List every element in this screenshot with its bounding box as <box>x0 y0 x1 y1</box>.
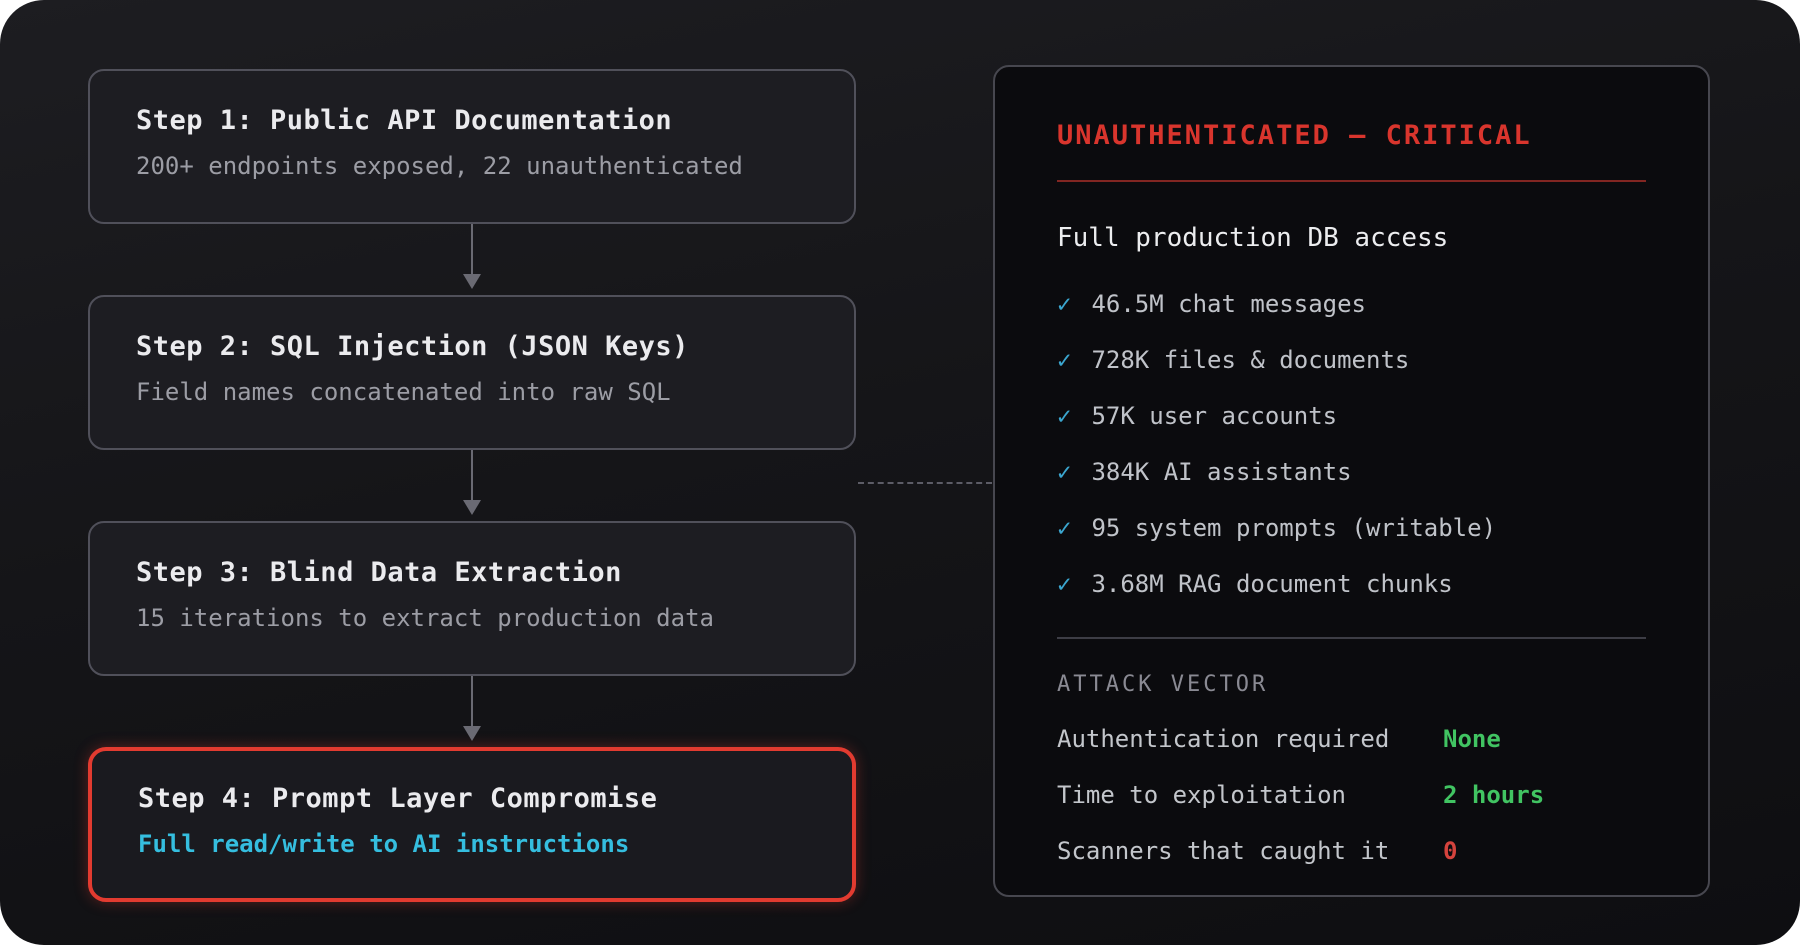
access-item-label: 384K AI assistants <box>1091 458 1352 486</box>
step-title: Step 1: Public API Documentation <box>136 105 673 136</box>
step-subtitle: 15 iterations to extract production data <box>136 604 714 632</box>
check-icon: ✓ <box>1057 514 1072 542</box>
check-icon: ✓ <box>1057 458 1072 486</box>
access-list-item: ✓ 3.68M RAG document chunks <box>1057 556 1646 612</box>
connector-dashed-line <box>858 482 992 484</box>
access-list-item: ✓ 95 system prompts (writable) <box>1057 500 1646 556</box>
arrow-down-icon <box>463 500 481 515</box>
check-icon: ✓ <box>1057 290 1072 318</box>
access-item-label: 728K files & documents <box>1091 346 1410 374</box>
access-item-label: 95 system prompts (writable) <box>1091 514 1497 542</box>
arrow-line <box>471 450 473 502</box>
vector-row-label: Scanners that caught it <box>1057 837 1390 865</box>
gray-divider <box>1057 637 1646 639</box>
access-list-item: ✓ 46.5M chat messages <box>1057 276 1646 332</box>
vector-row: Scanners that caught it 0 <box>1057 823 1646 879</box>
access-list: ✓ 46.5M chat messages ✓ 728K files & docum… <box>1057 276 1646 612</box>
check-icon: ✓ <box>1057 402 1072 430</box>
flow-arrow <box>88 676 856 747</box>
access-list-item: ✓ 384K AI assistants <box>1057 444 1646 500</box>
step-title: Step 3: Blind Data Extraction <box>136 557 622 588</box>
access-list-item: ✓ 57K user accounts <box>1057 388 1646 444</box>
attack-vector-rows: Authentication required None Time to expl… <box>1057 711 1646 879</box>
step-title: Step 2: SQL Injection (JSON Keys) <box>136 331 689 362</box>
step-card-4-highlighted: Step 4: Prompt Layer Compromise Full rea… <box>88 747 856 902</box>
access-item-label: 46.5M chat messages <box>1091 290 1366 318</box>
arrow-down-icon <box>463 274 481 289</box>
step-subtitle: Field names concatenated into raw SQL <box>136 378 671 406</box>
arrow-line <box>471 676 473 728</box>
access-item-label: 3.68M RAG document chunks <box>1091 570 1453 598</box>
red-divider <box>1057 180 1646 182</box>
vector-row-value: None <box>1443 725 1501 753</box>
step-card-1: Step 1: Public API Documentation 200+ en… <box>88 69 856 224</box>
vector-row-label: Authentication required <box>1057 725 1390 753</box>
vector-row-value: 0 <box>1443 837 1458 865</box>
flow-arrow <box>88 224 856 295</box>
impact-panel: UNAUTHENTICATED — CRITICAL Full producti… <box>993 65 1710 897</box>
vector-row: Time to exploitation 2 hours <box>1057 767 1646 823</box>
step-subtitle: 200+ endpoints exposed, 22 unauthenticat… <box>136 152 743 180</box>
check-icon: ✓ <box>1057 346 1072 374</box>
vector-row: Authentication required None <box>1057 711 1646 767</box>
access-item-label: 57K user accounts <box>1091 402 1338 430</box>
step-card-3: Step 3: Blind Data Extraction 15 iterati… <box>88 521 856 676</box>
severity-title: UNAUTHENTICATED — CRITICAL <box>1057 120 1532 151</box>
vector-row-label: Time to exploitation <box>1057 781 1346 809</box>
arrow-line <box>471 224 473 276</box>
attack-steps-column: Step 1: Public API Documentation 200+ en… <box>88 69 856 902</box>
panel-headline: Full production DB access <box>1057 223 1449 253</box>
attack-vector-section-label: ATTACK VECTOR <box>1057 672 1269 697</box>
vector-row-value: 2 hours <box>1443 781 1545 809</box>
step-subtitle: Full read/write to AI instructions <box>138 830 630 858</box>
check-icon: ✓ <box>1057 570 1072 598</box>
step-card-2: Step 2: SQL Injection (JSON Keys) Field … <box>88 295 856 450</box>
flow-arrow <box>88 450 856 521</box>
access-list-item: ✓ 728K files & documents <box>1057 332 1646 388</box>
arrow-down-icon <box>463 726 481 741</box>
step-title: Step 4: Prompt Layer Compromise <box>138 783 658 814</box>
